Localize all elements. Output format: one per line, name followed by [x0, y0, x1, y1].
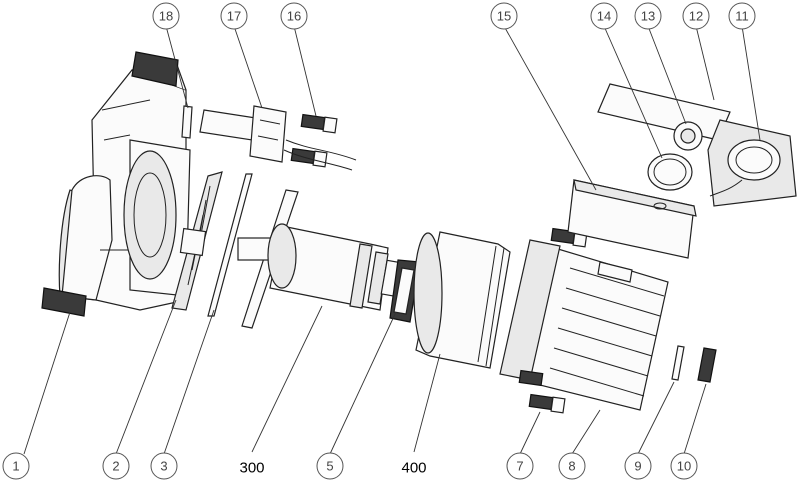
callout-label: 11: [735, 9, 749, 24]
callout-12: 12: [682, 2, 710, 30]
spacer-18: [181, 105, 193, 139]
callout-label: 10: [677, 459, 691, 474]
callout-label: 16: [287, 9, 301, 24]
callout-label: 14: [597, 9, 611, 24]
callout-label: 9: [634, 459, 641, 474]
callout-17: 17: [220, 2, 248, 30]
impeller: [171, 171, 223, 311]
callout-label: 8: [568, 459, 575, 474]
callout-label: 15: [497, 9, 511, 24]
callout-2: 2: [102, 452, 130, 480]
callout-1: 1: [2, 452, 30, 480]
bearing-11: [707, 119, 797, 207]
bearing-ring: [389, 259, 421, 323]
nut-13: [673, 121, 703, 151]
callout-label: 2: [112, 459, 119, 474]
callout-7: 7: [506, 452, 534, 480]
callout-label: 1: [12, 459, 19, 474]
callout-label: 18: [159, 9, 173, 24]
plug-10: [697, 347, 717, 383]
callout-label: 3: [160, 459, 167, 474]
callout-label: 5: [326, 459, 333, 474]
motor-rotor-300: [267, 223, 410, 311]
callout-10: 10: [670, 452, 698, 480]
connector-17: [199, 105, 357, 171]
callout-label: 17: [227, 9, 241, 24]
motor-housing: [499, 239, 669, 411]
leader-lines: [23, 25, 761, 455]
callout-3: 3: [150, 452, 178, 480]
terminal-box-cover-12: [597, 83, 731, 141]
callout-5: 5: [316, 452, 344, 480]
stator-can-400: [413, 231, 511, 369]
code-label-300: 300: [239, 460, 264, 477]
bolts: [290, 113, 588, 414]
callout-11: 11: [728, 2, 756, 30]
callout-13: 13: [634, 2, 662, 30]
pump-housing: [41, 51, 191, 317]
o-ring-seal: [207, 173, 253, 317]
code-label: 400: [401, 460, 426, 477]
callout-14: 14: [590, 2, 618, 30]
callout-9: 9: [624, 452, 652, 480]
callout-8: 8: [558, 452, 586, 480]
callout-16: 16: [280, 2, 308, 30]
terminal-plate-15: [567, 179, 697, 259]
callout-18: 18: [152, 2, 180, 30]
code-label-400: 400: [401, 460, 426, 477]
callout-label: 13: [641, 9, 655, 24]
pin-9: [671, 345, 685, 381]
callout-label: 12: [689, 9, 703, 24]
o-ring-14: [647, 153, 693, 191]
code-label: 300: [239, 460, 264, 477]
callout-15: 15: [490, 2, 518, 30]
callout-label: 7: [516, 459, 523, 474]
